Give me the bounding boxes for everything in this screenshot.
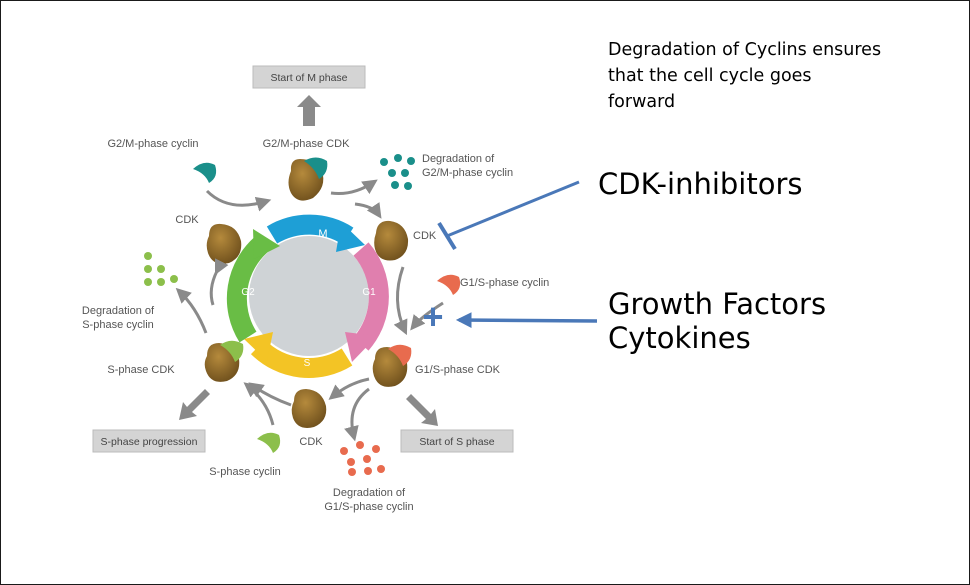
cdk-bottom-label: CDK bbox=[299, 436, 323, 448]
m-phase-arc bbox=[266, 214, 354, 245]
note-line-2: that the cell cycle goes bbox=[608, 66, 812, 86]
note-line-3: forward bbox=[608, 92, 676, 112]
g2m-degradation-label-1: Degradation of bbox=[422, 153, 495, 165]
g1s-degradation-dots bbox=[340, 441, 385, 476]
s-cyclin-bound-shape bbox=[220, 340, 244, 362]
flow-arrow-g1s-join bbox=[410, 301, 444, 331]
s-degradation-label-2: S-phase cyclin bbox=[82, 319, 154, 331]
inhibitor-bar bbox=[437, 221, 457, 251]
note-line-1: Degradation of Cyclins ensures bbox=[608, 40, 882, 60]
cdk-right-shape bbox=[374, 220, 409, 261]
s-cdk-label: S-phase CDK bbox=[107, 364, 175, 376]
flow-arrow-degrade-s bbox=[175, 287, 208, 334]
s-phase-progression-label: S-phase progression bbox=[101, 436, 198, 448]
start-s-phase-label: Start of S phase bbox=[419, 436, 494, 448]
cdk-bottom-shape bbox=[291, 389, 327, 428]
growth-factors-label: Growth Factors Cytokines bbox=[608, 287, 826, 355]
flow-arrow-to-cdk-bottom bbox=[328, 377, 370, 400]
g2m-cyclin-label: G2/M-phase cyclin bbox=[107, 138, 198, 150]
down-right-arrow bbox=[406, 394, 438, 426]
flow-arrow-right-down bbox=[393, 266, 408, 336]
g1-phase-arrowhead bbox=[345, 332, 377, 362]
plus-symbol: + bbox=[422, 296, 443, 337]
flow-arrow-cdk-to-s-cdk bbox=[248, 382, 292, 407]
g1s-cyclin-shape bbox=[437, 274, 461, 295]
s-phase-label: S bbox=[304, 358, 311, 369]
s-degradation-label-1: Degradation of bbox=[82, 305, 155, 317]
g1-phase-label: G1 bbox=[362, 287, 376, 298]
g1s-degradation-label-1: Degradation of bbox=[333, 487, 406, 499]
flow-arrow-degrade-g2m bbox=[330, 179, 378, 195]
cytokines-line: Cytokines bbox=[608, 321, 751, 355]
start-m-phase-label: Start of M phase bbox=[270, 72, 347, 84]
m-phase-label: M bbox=[318, 228, 327, 240]
flow-arrow-cyclin-join bbox=[205, 189, 272, 212]
cycle-center-disc bbox=[249, 236, 369, 356]
g1s-degradation-label-2: G1/S-phase cyclin bbox=[324, 501, 413, 513]
g1s-cdk-label: G1/S-phase CDK bbox=[415, 364, 501, 376]
g1s-cyclin-label: G1/S-phase cyclin bbox=[460, 277, 549, 289]
s-degradation-dots bbox=[144, 252, 178, 286]
cdk-inhibitors-label: CDK-inhibitors bbox=[598, 167, 803, 201]
s-phase-progression-box bbox=[92, 429, 206, 453]
inhibitor-line bbox=[446, 180, 580, 238]
flow-arrow-left-up bbox=[209, 258, 229, 306]
g2m-cyclin-shape bbox=[193, 162, 217, 183]
g2m-degradation-label-2: G2/M-phase cyclin bbox=[422, 167, 513, 179]
flow-arrow-degrade-g1s bbox=[344, 387, 370, 442]
s-cyclin-label: S-phase cyclin bbox=[209, 466, 281, 478]
g2-phase-label: G2 bbox=[241, 287, 255, 298]
start-s-phase-box bbox=[400, 429, 514, 453]
g2m-cyclin-bound-shape bbox=[304, 157, 328, 179]
cdk-right-label: CDK bbox=[413, 230, 437, 242]
g2-phase-arrowhead bbox=[253, 229, 280, 259]
cdk-left-shape bbox=[206, 223, 242, 264]
g2m-cdk-label: G2/M-phase CDK bbox=[263, 138, 350, 150]
down-left-arrow bbox=[179, 389, 210, 420]
g1-phase-arc bbox=[353, 242, 389, 351]
growth-factors-line: Growth Factors bbox=[608, 287, 827, 321]
growth-factor-arrow bbox=[455, 312, 598, 328]
cdk-left-label: CDK bbox=[175, 214, 199, 226]
flow-arrow-to-cdk-right bbox=[354, 202, 382, 219]
up-arrow bbox=[297, 95, 321, 126]
s-cyclin-shape bbox=[257, 432, 281, 453]
g2m-degradation-dots bbox=[380, 154, 415, 190]
s-phase-arrowhead bbox=[244, 332, 273, 361]
g1s-cyclin-bound-shape bbox=[388, 344, 412, 366]
m-phase-arrowhead bbox=[336, 222, 365, 252]
start-m-phase-box bbox=[252, 65, 366, 89]
degradation-note: Degradation of Cyclins ensures that the … bbox=[608, 37, 928, 115]
